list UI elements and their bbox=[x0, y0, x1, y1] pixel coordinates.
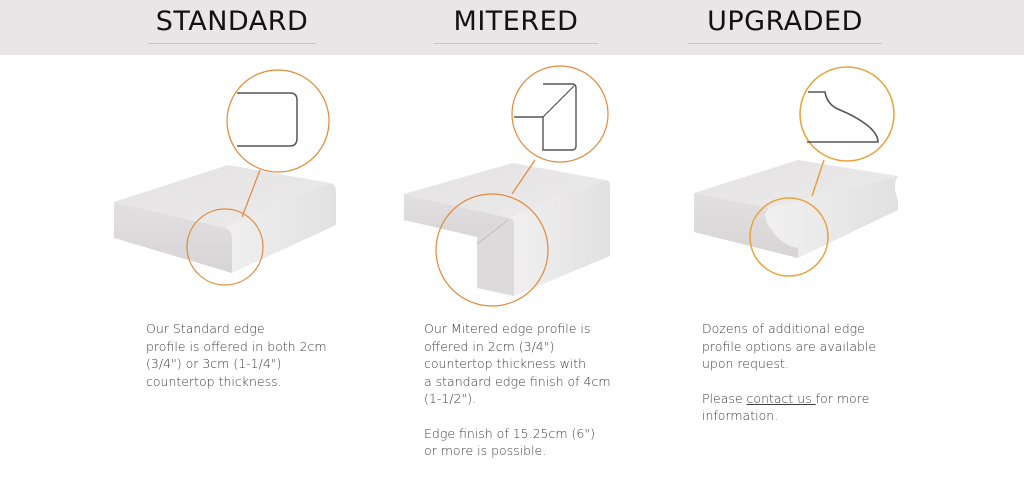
mitered-edge-profile-icon bbox=[404, 65, 610, 307]
contact-us-link[interactable]: contact us bbox=[746, 390, 816, 406]
desc-line: Our Mitered edge profile is bbox=[424, 321, 591, 336]
header-band bbox=[0, 0, 1024, 55]
desc-line: information. bbox=[702, 408, 779, 423]
desc-line: profile options are available bbox=[702, 338, 877, 354]
ogee-edge-profile-icon bbox=[694, 66, 898, 277]
title-underline-mitered bbox=[434, 43, 598, 44]
desc-text: Please bbox=[702, 390, 747, 406]
desc-text: for more bbox=[815, 390, 870, 406]
desc-line: Our Standard edge bbox=[146, 321, 265, 336]
desc-line: offered in 2cm (3/4") bbox=[424, 338, 555, 354]
standard-edge-profile-icon bbox=[114, 69, 336, 286]
desc-line: a standard edge finish of 4cm bbox=[424, 373, 611, 389]
title-upgraded: UPGRADED bbox=[707, 6, 863, 37]
desc-line: profile is offered in both 2cm bbox=[146, 338, 327, 354]
description-mitered: Our Mitered edge profile is offered in 2… bbox=[424, 320, 624, 460]
title-standard: STANDARD bbox=[155, 6, 309, 37]
description-standard: Our Standard edge profile is offered in … bbox=[146, 320, 366, 390]
desc-line: Edge finish of 15.25cm (6") bbox=[424, 425, 595, 441]
description-upgraded: Dozens of additional edge profile option… bbox=[702, 320, 902, 425]
title-underline-upgraded bbox=[688, 43, 882, 44]
desc-line: (3/4") or 3cm (1-1/4") bbox=[146, 356, 282, 371]
desc-line: countertop thickness. bbox=[146, 373, 282, 389]
desc-line: or more is possible. bbox=[424, 443, 547, 458]
desc-line: upon request. bbox=[702, 356, 789, 371]
desc-line: Dozens of additional edge bbox=[702, 321, 865, 336]
title-mitered: MITERED bbox=[453, 6, 579, 37]
desc-line: (1-1/2"). bbox=[424, 391, 477, 406]
desc-line: countertop thickness with bbox=[424, 356, 587, 371]
title-underline-standard bbox=[148, 43, 316, 44]
